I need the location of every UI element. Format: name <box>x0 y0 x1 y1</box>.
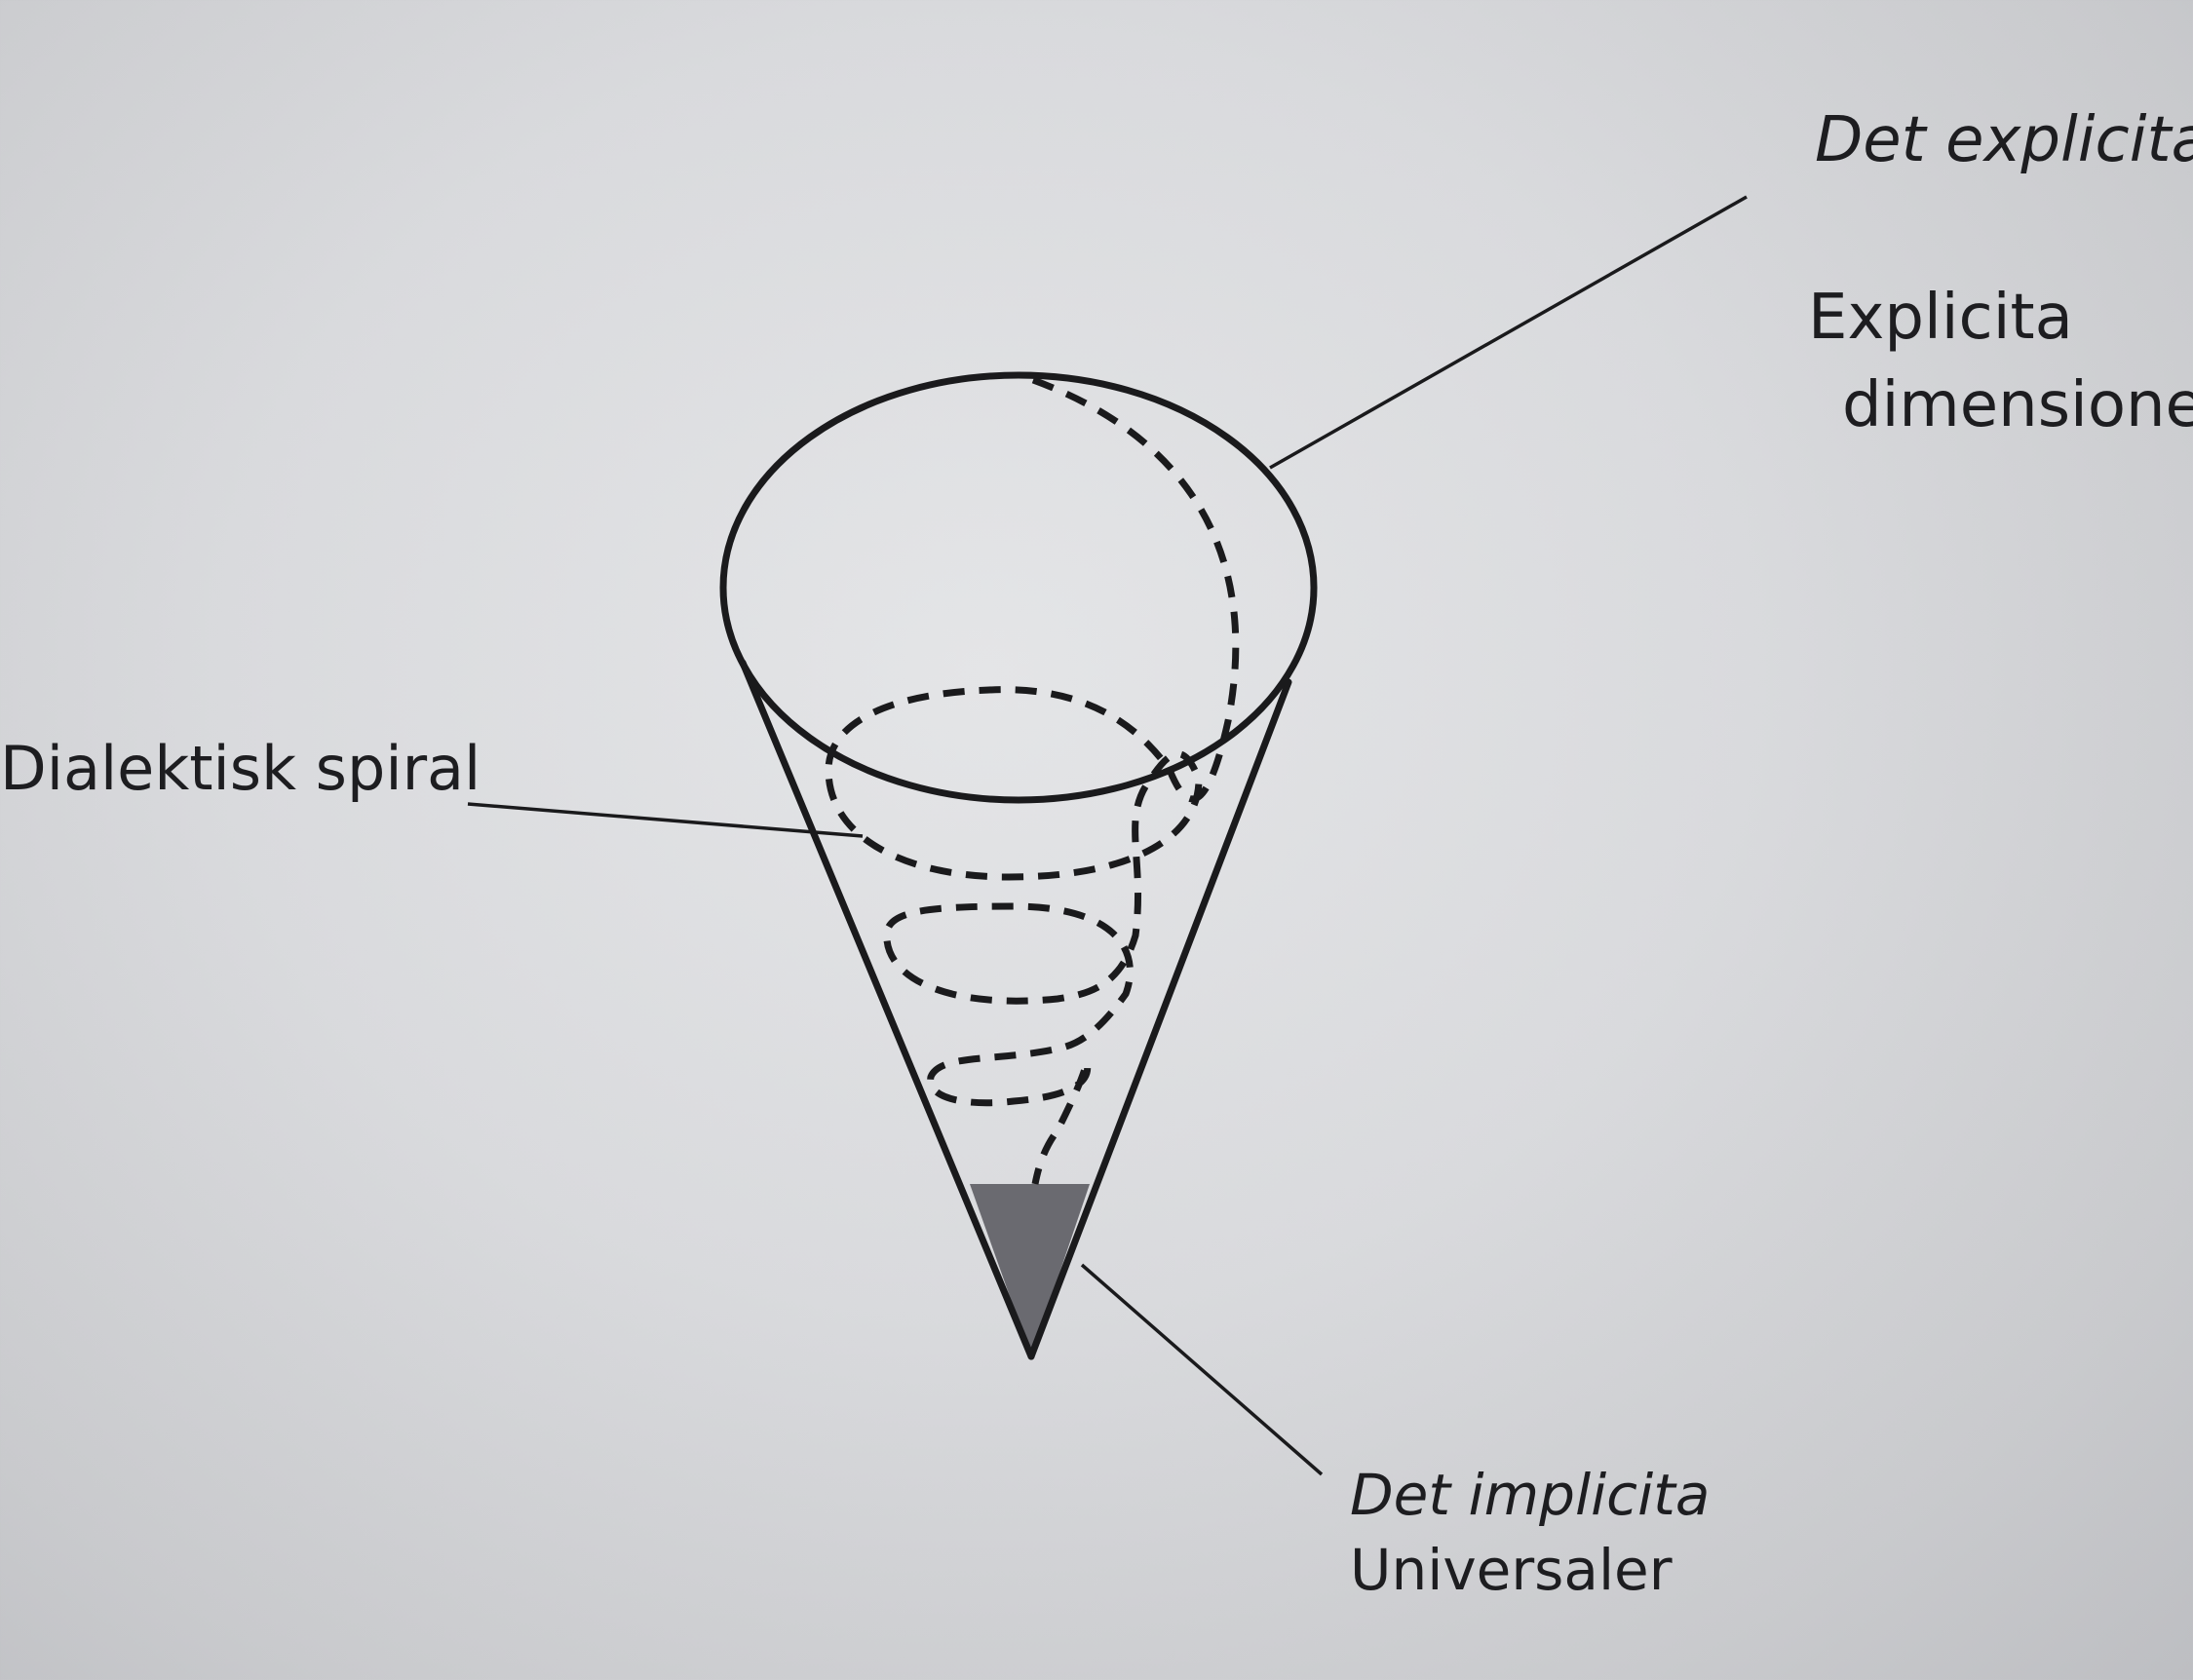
implicit-title-label: Det implicita <box>1350 1462 1711 1528</box>
explicit-subtitle-line2: dimensione <box>1842 369 2193 441</box>
spiral-label: Dialektisk spiral <box>0 733 481 804</box>
cone-top-ellipse <box>719 371 1318 804</box>
cone-right-side <box>1027 678 1292 1360</box>
explicit-title-label: Det explicita <box>1815 104 2193 176</box>
implicit-pointer-line <box>1080 1263 1324 1476</box>
spiral-pointer-line <box>467 802 864 838</box>
cone-left-side <box>739 659 1035 1360</box>
explicit-pointer-line <box>1269 195 1748 470</box>
cone-tip-shading <box>970 1184 1090 1356</box>
implicit-subtitle-label: Universaler <box>1350 1537 1673 1603</box>
explicit-subtitle-line1: Explicita <box>1808 282 2073 354</box>
dialectic-spiral <box>825 376 1240 1185</box>
